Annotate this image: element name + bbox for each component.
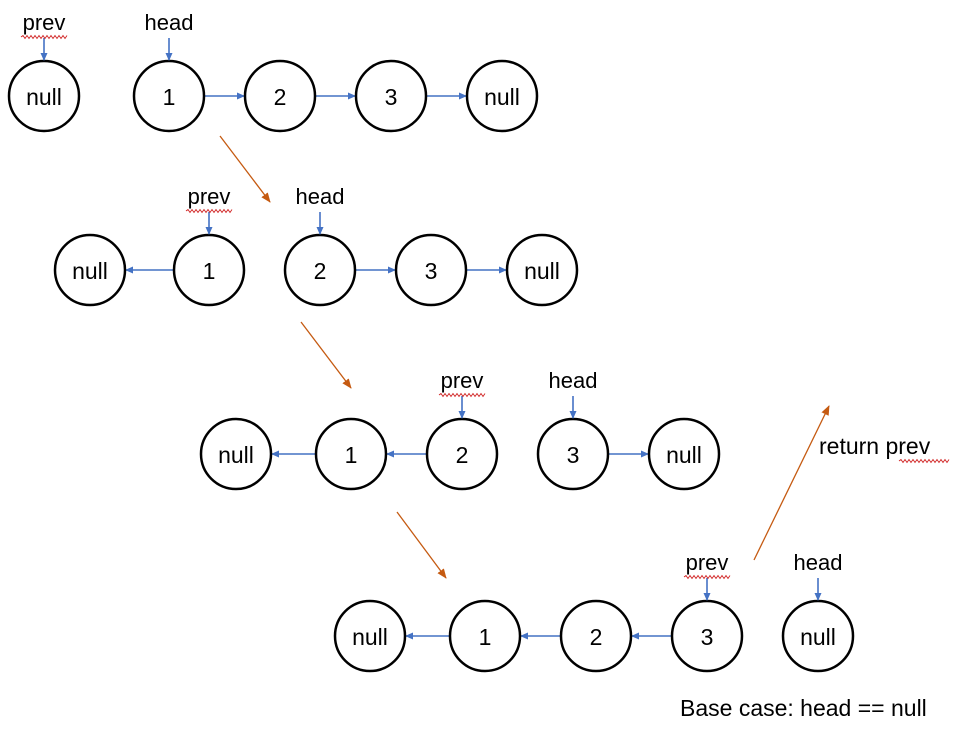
step-arrow-1 (219, 135, 271, 203)
node-circle (354, 59, 428, 133)
list-node: null (781, 599, 855, 673)
prev-label: prev (23, 10, 66, 35)
list-node: 2 (559, 599, 633, 673)
node-value: 2 (456, 442, 469, 468)
list-node: 1 (172, 233, 246, 307)
node-value: null (72, 258, 108, 284)
list-node: 2 (283, 233, 357, 307)
node-value: 3 (567, 442, 580, 468)
node-value: 3 (701, 624, 714, 650)
step-row-3: null 1 2 3 null (199, 417, 721, 491)
list-node: 2 (425, 417, 499, 491)
list-node: null (465, 59, 539, 133)
list-node: null (7, 59, 81, 133)
list-node: null (53, 233, 127, 307)
step-row-1: null 1 2 3 null (7, 59, 539, 133)
node-circle (243, 59, 317, 133)
spellcheck-underline (898, 458, 950, 464)
node-circle (505, 233, 579, 307)
list-node: null (647, 417, 721, 491)
node-circle (172, 233, 246, 307)
node-value: 1 (345, 442, 358, 468)
list-node: 1 (448, 599, 522, 673)
node-value: null (666, 442, 702, 468)
node-value: null (524, 258, 560, 284)
list-node: null (199, 417, 273, 491)
head-label: head (794, 550, 843, 575)
head-label: head (145, 10, 194, 35)
return-prev-label: return prev (819, 433, 931, 459)
node-circle (333, 599, 407, 673)
step-arrow-4 (753, 405, 830, 561)
prev-label: prev (188, 184, 231, 209)
node-value: null (26, 84, 62, 110)
node-circle (448, 599, 522, 673)
spellcheck-underline (20, 34, 68, 40)
spellcheck-underline (185, 208, 233, 214)
head-label: head (549, 368, 598, 393)
node-circle (425, 417, 499, 491)
base-case-label: Base case: head == null (680, 695, 927, 721)
list-node: 1 (314, 417, 388, 491)
node-value: null (800, 624, 836, 650)
node-value: 1 (479, 624, 492, 650)
list-node: 1 (132, 59, 206, 133)
node-value: 3 (425, 258, 438, 284)
node-circle (53, 233, 127, 307)
list-nodes: null 1 2 3 null null 1 2 3 null null 1 2 3 null null 1 2 3… (7, 59, 855, 673)
head-label: head (296, 184, 345, 209)
node-circle (394, 233, 468, 307)
step-row-2: null 1 2 3 null (53, 233, 579, 307)
list-node: 3 (536, 417, 610, 491)
prev-label: prev (686, 550, 729, 575)
node-circle (559, 599, 633, 673)
node-circle (132, 59, 206, 133)
prev-label: prev (441, 368, 484, 393)
list-node: 3 (354, 59, 428, 133)
node-value: 1 (203, 258, 216, 284)
node-circle (781, 599, 855, 673)
step-arrow-2 (300, 321, 352, 389)
node-circle (199, 417, 273, 491)
spellcheck-underline (438, 392, 486, 398)
step-row-4: null 1 2 3 null (333, 599, 855, 673)
node-circle (7, 59, 81, 133)
spellcheck-underline (683, 574, 731, 580)
node-circle (283, 233, 357, 307)
node-value: null (484, 84, 520, 110)
node-circle (314, 417, 388, 491)
pointer-labels: prev head prev head prev head prev head (20, 10, 950, 601)
node-value: 3 (385, 84, 398, 110)
list-node: null (333, 599, 407, 673)
list-node: 2 (243, 59, 317, 133)
node-value: null (218, 442, 254, 468)
node-circle (536, 417, 610, 491)
step-transition-arrows (219, 135, 830, 579)
node-value: 2 (590, 624, 603, 650)
node-value: 2 (274, 84, 287, 110)
node-value: 1 (163, 84, 176, 110)
node-circle (670, 599, 744, 673)
step-arrow-3 (396, 511, 447, 579)
node-value: null (352, 624, 388, 650)
list-node: null (505, 233, 579, 307)
node-circle (647, 417, 721, 491)
node-value: 2 (314, 258, 327, 284)
list-node: 3 (670, 599, 744, 673)
node-circle (465, 59, 539, 133)
list-node: 3 (394, 233, 468, 307)
